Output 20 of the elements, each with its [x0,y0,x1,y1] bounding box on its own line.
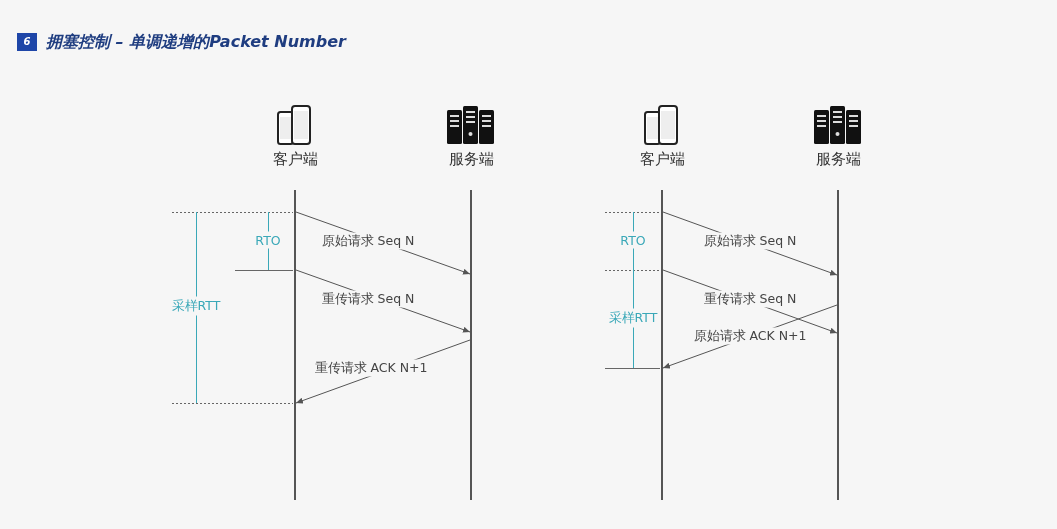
lifeline [837,190,839,500]
participant-label: 客户端 [639,150,685,169]
participant-label: 服务端 [815,150,861,169]
participant-label: 客户端 [272,150,318,169]
lifeline [294,190,296,500]
dimension-label: RTO [620,231,646,249]
number-badge: 6 [17,33,37,51]
lifeline [470,190,472,500]
lifeline [661,190,663,500]
edge-label: 重传请求 ACK N+1 [312,359,430,377]
dimension-label: 采样RTT [608,308,658,328]
participant-label: 服务端 [448,150,494,169]
dimension-label: 采样RTT [171,296,221,316]
title: 拥塞控制 – 单调递增的Packet Number [46,32,346,53]
edge-label: 原始请求 Seq N [319,232,417,250]
edge-label: 原始请求 ACK N+1 [691,327,809,345]
edge-label: 原始请求 Seq N [701,232,799,250]
edge-label: 重传请求 Seq N [319,290,417,308]
edge-label: 重传请求 Seq N [701,290,799,308]
dimension-label: RTO [255,231,281,249]
